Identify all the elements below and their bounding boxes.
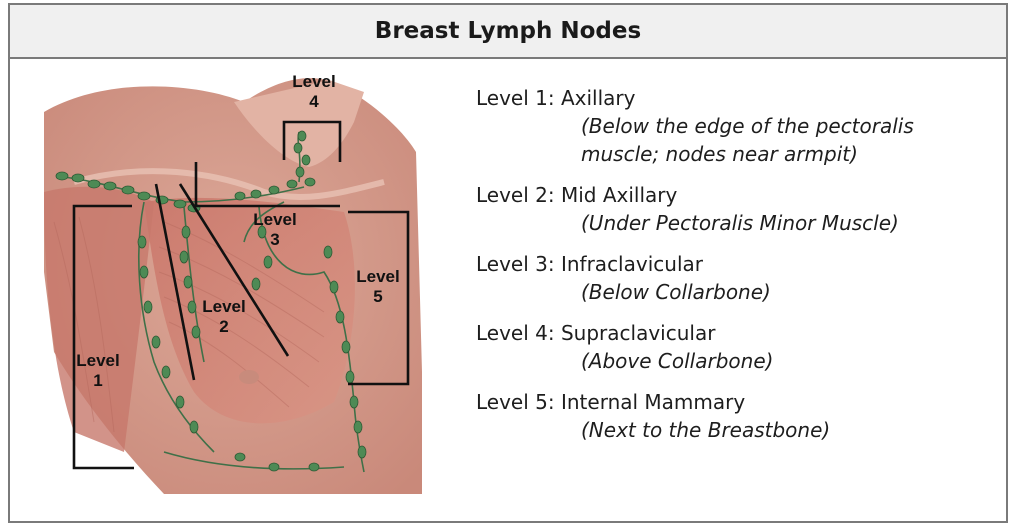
legend-item-level-1: Level 1: Axillary (Below the edge of the… — [476, 84, 996, 168]
level-1-label-number: 1 — [93, 371, 102, 390]
level-3-label-word: Level — [253, 210, 296, 229]
legend-item-level-5: Level 5: Internal Mammary (Next to the B… — [476, 388, 996, 444]
level-5-label-number: 5 — [373, 287, 382, 306]
legend-item-level-3: Level 3: Infraclavicular (Below Collarbo… — [476, 250, 996, 306]
lymph-node-illustration: Level 1 Level 2 Level 3 Level 4 Level 5 — [44, 72, 422, 494]
legend-description: (Under Pectoralis Minor Muscle) — [476, 209, 996, 237]
level-3-label-number: 3 — [270, 230, 279, 249]
legend-description: (Above Collarbone) — [476, 347, 996, 375]
legend-item-level-2: Level 2: Mid Axillary (Under Pectoralis … — [476, 181, 996, 237]
level-legend: Level 1: Axillary (Below the edge of the… — [476, 84, 996, 457]
page-title: Breast Lymph Nodes — [375, 18, 641, 44]
nipple-mark — [239, 370, 259, 384]
level-4-label-word: Level — [292, 72, 335, 91]
level-4-label-number: 4 — [309, 92, 319, 111]
level-5-label-word: Level — [356, 267, 399, 286]
level-2-label-number: 2 — [219, 317, 228, 336]
legend-heading: Level 1: Axillary — [476, 84, 996, 112]
legend-heading: Level 4: Supraclavicular — [476, 319, 996, 347]
legend-item-level-4: Level 4: Supraclavicular (Above Collarbo… — [476, 319, 996, 375]
level-2-label-word: Level — [202, 297, 245, 316]
legend-description: (Below Collarbone) — [476, 278, 996, 306]
legend-description: (Next to the Breastbone) — [476, 416, 996, 444]
legend-heading: Level 5: Internal Mammary — [476, 388, 996, 416]
level-1-label-word: Level — [76, 351, 119, 370]
legend-description: muscle; nodes near armpit) — [476, 140, 996, 168]
header-bar: Breast Lymph Nodes — [8, 3, 1008, 59]
legend-description: (Below the edge of the pectoralis — [476, 112, 996, 140]
legend-heading: Level 3: Infraclavicular — [476, 250, 996, 278]
legend-heading: Level 2: Mid Axillary — [476, 181, 996, 209]
